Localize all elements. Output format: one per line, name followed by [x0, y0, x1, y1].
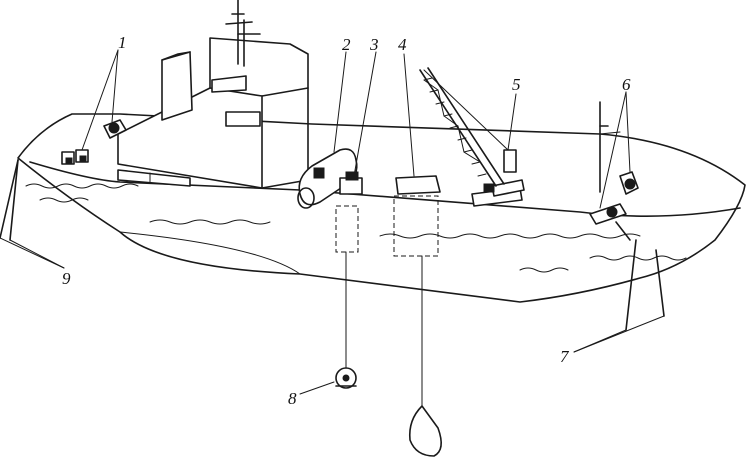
label-1: 1 [118, 33, 127, 52]
grab-sampler [408, 255, 442, 457]
label-9: 9 [62, 269, 71, 288]
crane [419, 67, 525, 207]
bow-lines [0, 159, 19, 241]
leader-lines [0, 49, 665, 395]
label-5: 5 [512, 75, 521, 94]
superstructure [117, 37, 309, 189]
suspended-probe [335, 251, 357, 389]
label-4: 4 [398, 35, 407, 54]
bow-equipment [61, 119, 127, 165]
winch-block [339, 171, 363, 195]
hull [17, 113, 746, 303]
waterline [25, 183, 687, 273]
label-7: 7 [560, 347, 570, 366]
label-2: 2 [342, 35, 351, 54]
hull-wells [335, 195, 439, 257]
label-6: 6 [622, 75, 631, 94]
mast [225, 0, 261, 67]
stern-lines [625, 239, 665, 331]
moon-pool-hatch [395, 175, 441, 195]
stern-equipment [589, 101, 639, 241]
deck-cylinder [297, 148, 358, 209]
label-8: 8 [288, 389, 297, 408]
label-3: 3 [369, 35, 379, 54]
